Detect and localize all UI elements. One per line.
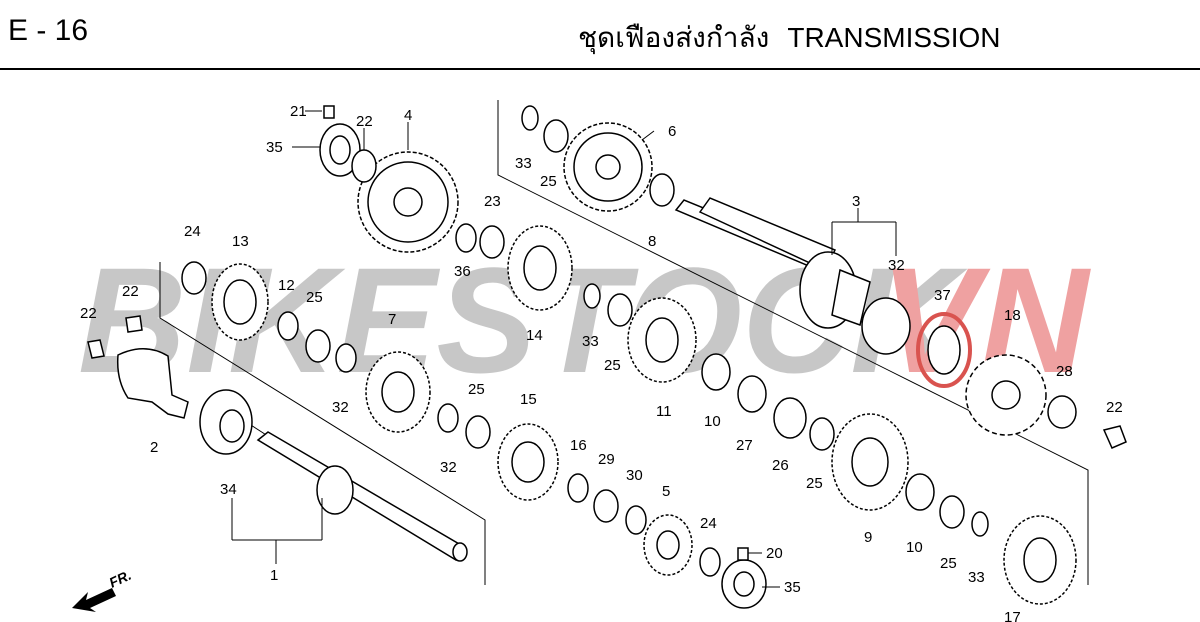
callout-3: 3 (852, 193, 860, 210)
gear-6 (563, 122, 653, 212)
gear-9 (831, 413, 909, 511)
callout-labels: 21 35 22 4 33 25 6 8 3 32 37 18 28 22 23… (80, 103, 1123, 622)
callout-24-top: 25 (306, 289, 323, 306)
callout-35-bottom: 35 (784, 579, 801, 596)
callout-28: 28 (1056, 363, 1073, 380)
callout-1: 1 (270, 567, 278, 584)
callout-34: 34 (220, 481, 237, 498)
bearing-35-bottom (721, 559, 767, 609)
gear-17 (1003, 515, 1077, 605)
callout-23: 24 (184, 223, 201, 240)
page-code: E - 16 (8, 14, 89, 47)
gear-7 (365, 351, 431, 433)
callout-32-top: 32 (332, 399, 349, 416)
gear-13 (211, 263, 269, 341)
gear-11 (627, 297, 697, 383)
callout-14: 14 (526, 327, 543, 344)
gear-5 (643, 514, 693, 576)
callout-35-top: 35 (266, 139, 283, 156)
snap-ring-31 (861, 297, 911, 355)
callout-37: 37 (934, 287, 951, 304)
callout-33-top: 33 (515, 155, 532, 172)
callout-10-bottom: 10 (906, 539, 923, 556)
exploded-parts-diagram: BIKESTOCK VN (72, 100, 1127, 622)
leader-lines (231, 110, 897, 588)
callout-6: 6 (668, 123, 676, 140)
callout-25-mid: 25 (604, 357, 621, 374)
small-parts (87, 105, 1127, 577)
callout-5: 5 (662, 483, 670, 500)
callout-36: 36 (454, 263, 471, 280)
callout-31: 32 (888, 257, 905, 274)
bearing-34 (199, 389, 253, 455)
callout-26: 26 (772, 457, 789, 474)
callout-19-top: 21 (290, 103, 307, 120)
callout-25-low: 25 (806, 475, 823, 492)
callout-29: 29 (598, 451, 615, 468)
callout-16: 16 (570, 437, 587, 454)
title-thai: ชุดเฟืองส่งกำลัง (578, 21, 770, 54)
callout-32-bottom: 32 (440, 459, 457, 476)
callout-17: 17 (1004, 609, 1021, 622)
callout-27: 27 (736, 437, 753, 454)
gear-4 (357, 151, 459, 253)
callout-4: 4 (404, 107, 412, 124)
callout-20-right: 22 (122, 283, 139, 300)
callout-9: 9 (864, 529, 872, 546)
title-english: TRANSMISSION (787, 22, 1001, 53)
callout-15: 15 (520, 391, 537, 408)
callout-7: 7 (388, 311, 396, 328)
oil-seal-37 (916, 312, 972, 388)
callout-22-mid: 23 (484, 193, 501, 210)
drive-sprocket-18 (965, 354, 1047, 436)
callout-33-mid: 33 (582, 333, 599, 350)
callout-10-top: 10 (704, 413, 721, 430)
callout-13: 13 (232, 233, 249, 250)
callout-22-bottom: 24 (700, 515, 717, 532)
callout-30: 30 (626, 467, 643, 484)
callout-33-bottom: 33 (968, 569, 985, 586)
mainshaft (256, 431, 468, 562)
callout-22-top: 22 (356, 113, 373, 130)
callout-20-left: 22 (80, 305, 97, 322)
gear-15 (497, 423, 559, 501)
callout-2: 2 (150, 439, 158, 456)
callout-25-bottom: 25 (940, 555, 957, 572)
front-direction-indicator: FR. (72, 567, 134, 612)
bearing-35-top (319, 123, 361, 177)
page-header: E - 16 ชุดเฟืองส่งกำลัง TRANSMISSION (0, 0, 1200, 70)
callout-21: 22 (1106, 399, 1123, 416)
countershaft (674, 197, 871, 329)
callout-18: 18 (1004, 307, 1021, 324)
callout-11: 11 (656, 403, 672, 420)
front-label: FR. (107, 567, 134, 591)
callout-12: 12 (278, 277, 295, 294)
callout-8: 8 (648, 233, 656, 250)
arrow-icon (72, 588, 116, 612)
callout-19-bottom: 20 (766, 545, 783, 562)
page-title: ชุดเฟืองส่งกำลัง TRANSMISSION (578, 16, 1000, 60)
callout-25-top: 25 (540, 173, 557, 190)
gear-14 (507, 225, 573, 311)
callout-24-bottom: 25 (468, 381, 485, 398)
